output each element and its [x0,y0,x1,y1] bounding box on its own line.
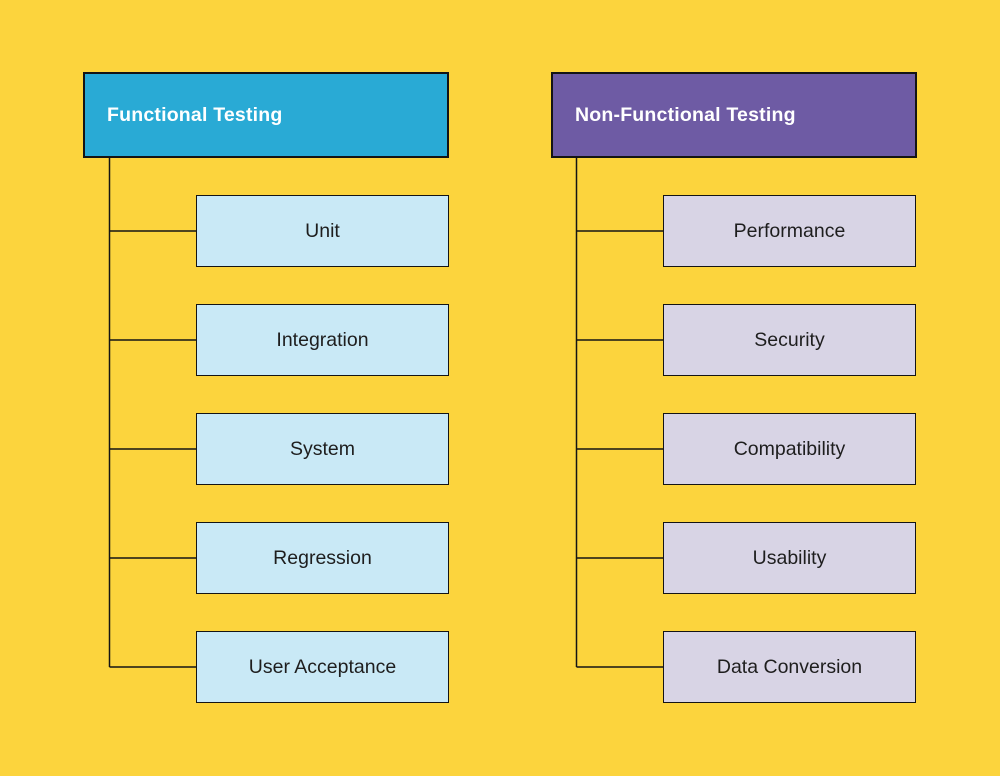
node-integration: Integration [196,304,449,376]
node-integration-label: Integration [276,328,369,351]
node-user-acceptance-label: User Acceptance [248,655,397,678]
node-data-conversion-label: Data Conversion [716,655,863,678]
functional-testing-header: Functional Testing [83,72,449,158]
node-usability: Usability [663,522,916,594]
node-user-acceptance: User Acceptance [196,631,449,703]
nonfunctional-connectors [575,158,663,668]
node-regression-label: Regression [273,546,372,569]
node-unit-label: Unit [305,219,340,242]
node-performance: Performance [663,195,916,267]
functional-connectors [108,158,196,668]
functional-testing-header-label: Functional Testing [107,103,283,126]
node-data-conversion: Data Conversion [663,631,916,703]
node-usability-label: Usability [752,546,827,569]
node-security-label: Security [754,328,825,351]
node-unit: Unit [196,195,449,267]
node-system: System [196,413,449,485]
node-system-label: System [289,437,355,460]
nonfunctional-testing-header: Non-Functional Testing [551,72,917,158]
node-security: Security [663,304,916,376]
node-compatibility: Compatibility [663,413,916,485]
node-performance-label: Performance [733,219,846,242]
nonfunctional-testing-header-label: Non-Functional Testing [575,103,796,126]
node-regression: Regression [196,522,449,594]
node-compatibility-label: Compatibility [733,437,846,460]
